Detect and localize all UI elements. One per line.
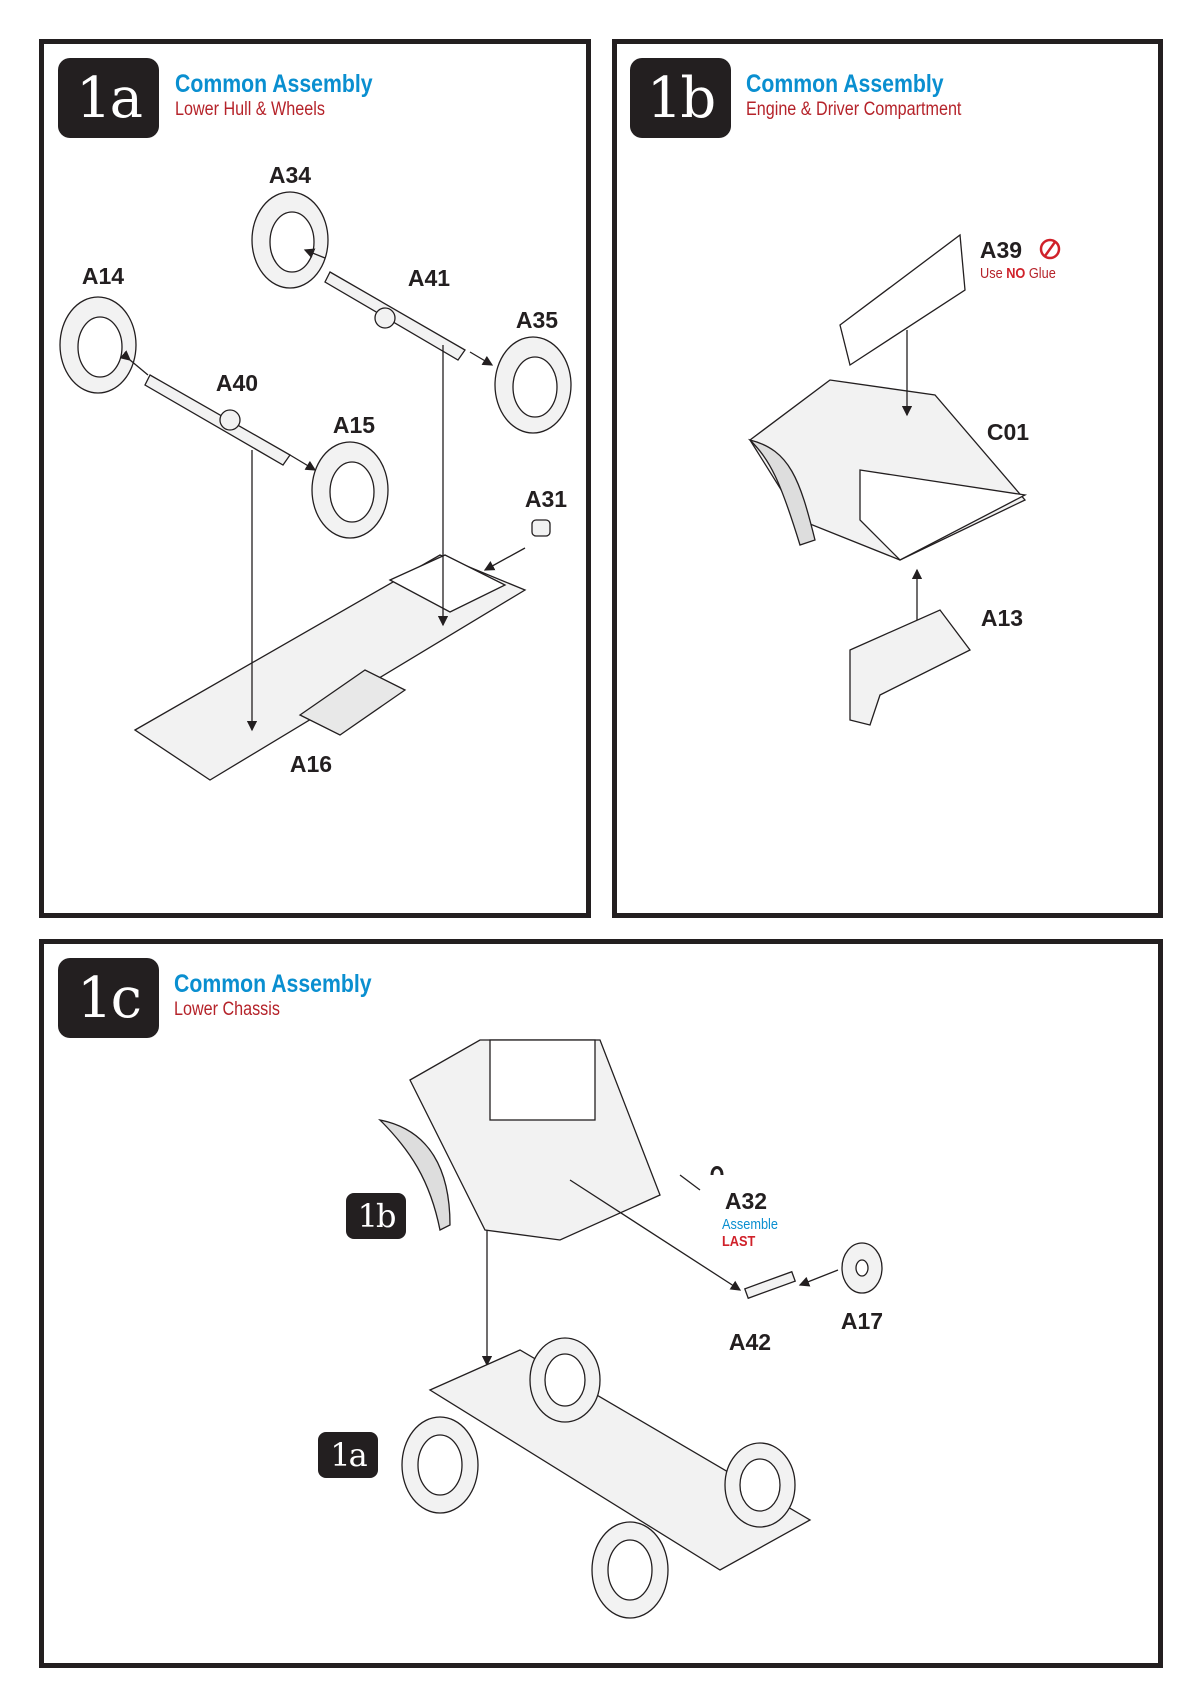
part-label: A13 [980,605,1024,631]
step-badge-1b: 1b [630,58,731,138]
no-glue-icon [1039,238,1061,260]
part-label: A35 [515,307,559,333]
wheel-a14 [59,296,137,394]
step-subtitle: Lower Hull & Wheels [175,99,325,120]
steering-wheel-a17 [841,1242,883,1294]
step-title: Common Assembly [174,970,372,998]
part-label: A15 [332,412,376,438]
no-glue-note: Use NO Glue [980,265,1056,282]
part-label: A14 [81,263,125,289]
part-label: A42 [728,1329,772,1355]
ref-badge-1b: 1b [346,1193,406,1239]
chassis-a16 [133,554,527,781]
last-note: LAST [722,1233,756,1250]
assemble-note: Assemble [722,1216,778,1233]
part-label: A17 [840,1308,884,1334]
wheel-a15 [311,441,389,539]
dash-a13 [849,609,971,726]
part-label: A41 [407,265,451,291]
part-label: A34 [268,162,312,188]
step-title: Common Assembly [175,70,373,98]
axle-a40 [144,374,291,466]
part-label: C01 [986,419,1030,445]
step-title: Common Assembly [746,70,944,98]
part-label: A32 [724,1188,768,1214]
step-badge-1a: 1a [58,58,159,138]
windshield-a39 [839,233,966,367]
step-badge-1c: 1c [58,958,159,1038]
wheel-a34 [251,191,329,289]
ref-badge-1a: 1a [318,1432,378,1478]
step-subtitle: Engine & Driver Compartment [746,99,962,120]
step-subtitle: Lower Chassis [174,999,280,1020]
part-label: A40 [215,370,259,396]
part-label: A16 [289,751,333,777]
part-label: A31 [524,486,568,512]
chassis-1a-assembly [428,1349,812,1571]
part-label: A39 [979,237,1023,263]
wheel-a35 [494,336,572,434]
